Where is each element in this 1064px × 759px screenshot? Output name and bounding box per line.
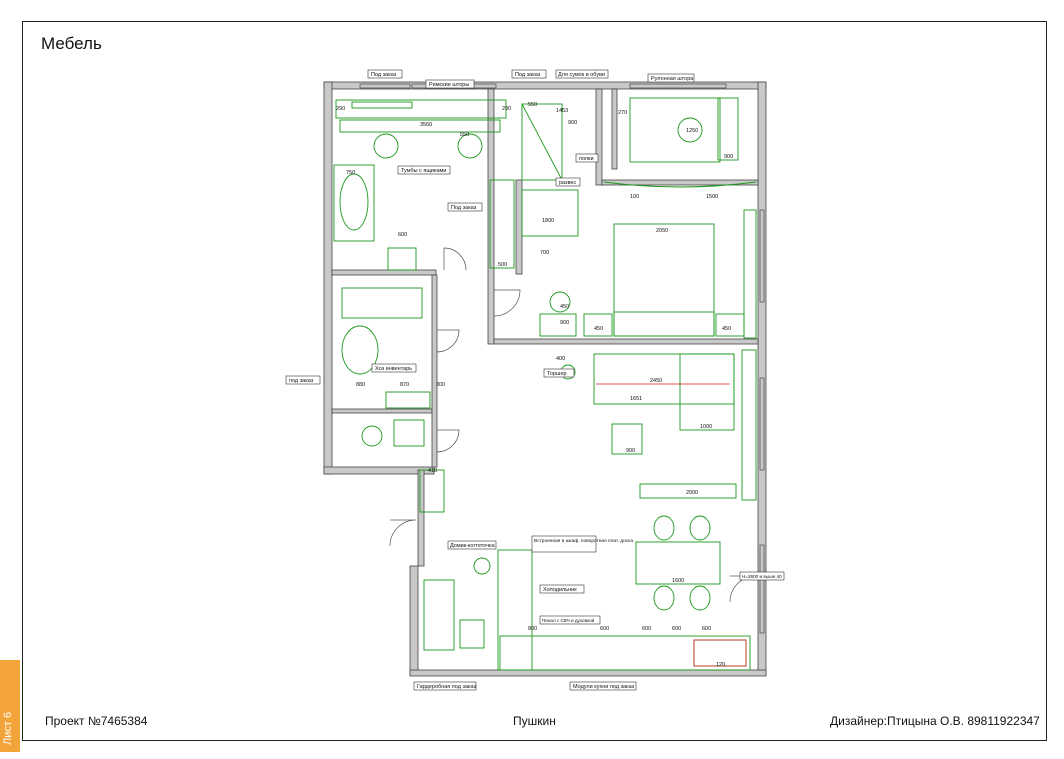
svg-text:700: 700	[540, 250, 549, 256]
svg-text:Под заказ: Под заказ	[451, 205, 477, 211]
svg-text:1600: 1600	[672, 578, 684, 584]
callout-boxes	[285, 69, 785, 691]
svg-text:290: 290	[336, 106, 345, 112]
svg-text:1453: 1453	[556, 108, 568, 114]
svg-text:Под заказ: Под заказ	[371, 72, 397, 78]
svg-text:600: 600	[600, 626, 609, 632]
svg-text:450: 450	[722, 326, 731, 332]
svg-text:Хоз инвентарь: Хоз инвентарь	[375, 366, 412, 372]
furniture	[333, 97, 757, 671]
designer-credit: Дизайнер:Птицына О.В. 89811922347	[830, 714, 1040, 728]
svg-text:410: 410	[428, 468, 437, 474]
svg-text:1800: 1800	[542, 218, 554, 224]
svg-text:развес: развес	[559, 180, 576, 186]
svg-text:600: 600	[398, 232, 407, 238]
svg-text:450: 450	[560, 304, 569, 310]
project-number: Проект №7465384	[45, 714, 148, 728]
sheet-title: Мебель	[41, 34, 102, 53]
svg-text:3560: 3560	[420, 122, 432, 128]
svg-text:600: 600	[702, 626, 711, 632]
svg-text:2000: 2000	[686, 490, 698, 496]
svg-text:полки: полки	[579, 156, 594, 162]
svg-text:600: 600	[672, 626, 681, 632]
svg-text:1250: 1250	[686, 128, 698, 134]
svg-text:270: 270	[618, 110, 627, 116]
svg-text:2450: 2450	[650, 378, 662, 384]
svg-text:400: 400	[556, 356, 565, 362]
svg-text:1500: 1500	[706, 194, 718, 200]
svg-text:Римские шторы: Римские шторы	[429, 82, 469, 88]
sheet-tab: Лист 6	[0, 660, 20, 752]
svg-text:Модули кухни под заказ: Модули кухни под заказ	[573, 684, 635, 690]
svg-text:Пенал с СВЧ и духовкой: Пенал с СВЧ и духовкой	[542, 617, 595, 623]
svg-text:H=2600 и выше 40: H=2600 и выше 40	[742, 574, 782, 579]
svg-text:600: 600	[642, 626, 651, 632]
svg-text:300: 300	[436, 382, 445, 388]
svg-text:870: 870	[400, 382, 409, 388]
svg-text:Встроенная в шкаф, поворотная: Встроенная в шкаф, поворотная плат. доск…	[534, 538, 633, 544]
svg-text:Под заказ: Под заказ	[515, 72, 541, 78]
svg-text:290: 290	[502, 106, 511, 112]
svg-text:550: 550	[528, 102, 537, 108]
svg-text:750: 750	[346, 170, 355, 176]
svg-text:900: 900	[724, 154, 733, 160]
svg-text:2050: 2050	[656, 228, 668, 234]
project-location: Пушкин	[513, 714, 556, 728]
svg-text:880: 880	[356, 382, 365, 388]
svg-text:Гардеробная под заказ: Гардеробная под заказ	[417, 684, 477, 690]
svg-text:900: 900	[568, 120, 577, 126]
svg-text:Торшер: Торшер	[547, 371, 567, 377]
svg-text:Рулонная штора: Рулонная штора	[651, 76, 694, 82]
svg-text:1000: 1000	[700, 424, 712, 430]
svg-text:100: 100	[630, 194, 639, 200]
svg-text:800: 800	[528, 626, 537, 632]
drawing-sheet-frame	[22, 21, 1047, 741]
svg-text:900: 900	[560, 320, 569, 326]
svg-text:1651: 1651	[630, 396, 642, 402]
svg-text:Холодильник: Холодильник	[543, 587, 577, 593]
dimension-labels: 290 3560 550 290 550 1453 900 270 1250 9…	[336, 102, 733, 668]
svg-text:550: 550	[460, 132, 469, 138]
svg-text:Домик-когтеточка: Домик-когтеточка	[450, 543, 496, 549]
svg-text:500: 500	[498, 262, 507, 268]
accent-lines	[596, 383, 747, 667]
callout-texts: Под заказ Римские шторы Под заказ Для су…	[289, 72, 782, 690]
svg-text:450: 450	[594, 326, 603, 332]
svg-text:900: 900	[626, 448, 635, 454]
svg-text:Для сумок и обуви: Для сумок и обуви	[558, 72, 605, 78]
svg-text:120: 120	[716, 662, 725, 668]
svg-text:под заказ: под заказ	[289, 378, 314, 384]
svg-text:Тумбы с ящиками: Тумбы с ящиками	[401, 168, 446, 174]
